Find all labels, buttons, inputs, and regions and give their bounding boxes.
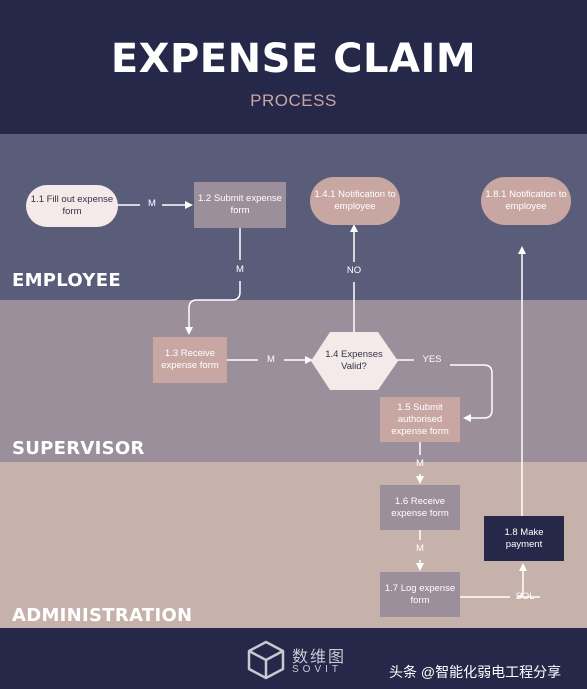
sovit-logo-icon <box>247 640 285 680</box>
decision-diamond <box>311 332 398 390</box>
logo-text-en: SOVIT <box>292 664 343 675</box>
edge-label-yes: YES <box>422 354 442 365</box>
edge-label-m: M <box>416 458 424 469</box>
header <box>0 0 587 134</box>
node-1-5: 1.5 Submit authorised expense form <box>380 397 460 442</box>
lane-supervisor <box>0 300 587 462</box>
lane-label-employee: EMPLOYEE <box>12 270 121 291</box>
node-1-4-1: 1.4.1 Notification to employee <box>310 177 400 225</box>
node-1-8-1: 1.8.1 Notification to employee <box>481 177 571 225</box>
node-1-8: 1.8 Make payment <box>484 516 564 561</box>
page-title: EXPENSE CLAIM <box>110 36 477 82</box>
node-1-7: 1.7 Log expense form <box>380 572 460 617</box>
edge-label-sol: SOL <box>515 591 535 602</box>
edge-label-m: M <box>416 543 424 554</box>
node-1-1: 1.1 Fill out expense form <box>26 185 118 227</box>
page-subtitle: PROCESS <box>250 91 337 110</box>
node-1-4: 1.4 Expenses Valid? <box>325 349 383 372</box>
node-1-2: 1.2 Submit expense form <box>194 182 286 228</box>
lane-label-supervisor: SUPERVISOR <box>12 438 145 459</box>
node-1-3: 1.3 Receive expense form <box>153 337 227 383</box>
edge-1-4-to-1-5 <box>396 359 493 418</box>
lane-label-administration: ADMINISTRATION <box>12 605 193 626</box>
edge-label-m: M <box>267 354 275 365</box>
edge-1-7-to-1-8 <box>460 565 540 598</box>
edge-label-m: M <box>148 198 156 209</box>
node-1-6: 1.6 Receive expense form <box>380 485 460 530</box>
logo-text-cn: 数维图 <box>292 649 347 666</box>
edge-label-no: NO <box>346 265 362 276</box>
footer <box>0 628 587 689</box>
watermark-text: 头条 @智能化弱电工程分享 <box>389 664 562 680</box>
edge-1-2-to-1-3 <box>189 228 241 333</box>
edge-label-m: M <box>236 264 244 275</box>
